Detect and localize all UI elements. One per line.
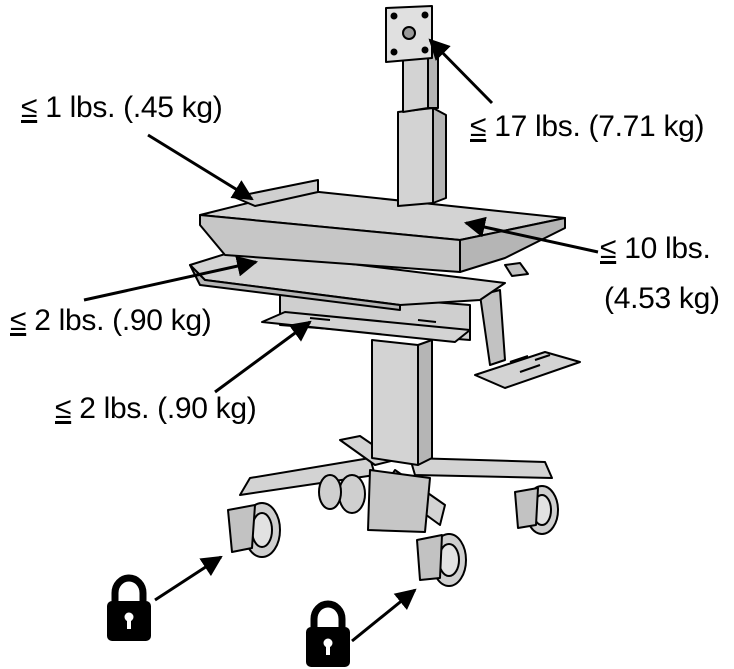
arrow-top-tray [147,133,254,201]
label-text: 2 lbs. (.90 kg) [34,304,212,337]
le-symbol: ≤ [55,392,72,425]
lock-icon [107,574,151,641]
label-keyboard-tray: ≤ 2 lbs. (.90 kg) [10,304,212,337]
label-text: 10 lbs. [624,232,711,265]
footrest-plate [474,289,581,389]
arrow-lock-front-left [154,555,223,602]
arrow-keyboard-tray [83,255,259,302]
vesa-plate [385,5,433,63]
lock-icon [306,600,350,667]
le-symbol: ≤ [470,110,487,143]
monitor-mast [397,41,447,207]
label-monitor: ≤ 17 lbs. (7.71 kg) [470,110,705,143]
arrow-work-surface [463,216,599,254]
cart-column [371,339,433,466]
label-top-tray: ≤ 1 lbs. (.45 kg) [21,91,223,124]
label-lower-drawer: ≤ 2 lbs. (.90 kg) [55,392,257,425]
label-work-surface-line2: (4.53 kg) [604,284,720,314]
label-text: (4.53 kg) [604,282,720,315]
label-text: 1 lbs. (.45 kg) [45,91,223,124]
le-symbol: ≤ [21,91,38,124]
arrow-lower-drawer [214,320,312,394]
le-symbol: ≤ [10,304,27,337]
cart-casters [227,474,559,587]
label-text: 17 lbs. (7.71 kg) [494,110,705,143]
arrow-monitor [428,38,494,105]
label-text: 2 lbs. (.90 kg) [79,392,257,425]
label-work-surface-line1: ≤ 10 lbs. [600,234,711,264]
arrow-lock-front-right [351,588,417,643]
le-symbol: ≤ [600,232,617,265]
